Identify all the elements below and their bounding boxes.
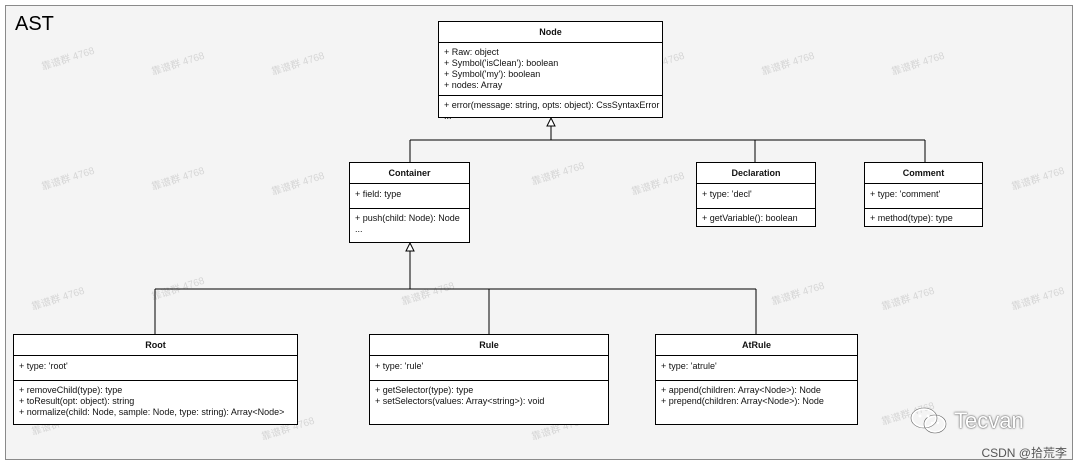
attributes: + type: 'atrule' xyxy=(656,356,857,381)
attribute: + Symbol('my'): boolean xyxy=(444,69,541,79)
methods: + getVariable(): boolean xyxy=(697,209,815,228)
method: + removeChild(type): type xyxy=(19,385,123,395)
method: ... xyxy=(355,224,363,234)
method: + method(type): type xyxy=(870,213,953,223)
attributes: + type: 'comment' xyxy=(865,184,982,209)
class-name: Container xyxy=(350,163,469,184)
brand-name: Tecvan xyxy=(954,408,1024,433)
attribute: + Raw: object xyxy=(444,47,499,57)
method: + getVariable(): boolean xyxy=(702,213,798,223)
class-rule: Rule + type: 'rule' + getSelector(type):… xyxy=(369,334,609,425)
method: + setSelectors(values: Array<string>): v… xyxy=(375,396,545,406)
attributes: + type: 'rule' xyxy=(370,356,608,381)
diagram-title: AST xyxy=(15,13,54,35)
class-name: AtRule xyxy=(656,335,857,356)
inheritance-arrow-node xyxy=(546,116,556,127)
class-name: Root xyxy=(14,335,297,356)
method: ... xyxy=(444,111,452,121)
attribute: + field: type xyxy=(355,189,402,199)
methods: + removeChild(type): type + toResult(opt… xyxy=(14,381,297,422)
methods: + push(child: Node): Node ... xyxy=(350,209,469,239)
class-name: Rule xyxy=(370,335,608,356)
attribute: + type: 'rule' xyxy=(375,361,424,371)
class-declaration: Declaration + type: 'decl' + getVariable… xyxy=(696,162,816,227)
method: + toResult(opt: object): string xyxy=(19,396,135,406)
methods: + append(children: Array<Node>): Node + … xyxy=(656,381,857,411)
method: + append(children: Array<Node>): Node xyxy=(661,385,821,395)
wechat-icon xyxy=(910,407,947,434)
class-atrule: AtRule + type: 'atrule' + append(childre… xyxy=(655,334,858,425)
class-name: Comment xyxy=(865,163,982,184)
attributes: + type: 'decl' xyxy=(697,184,815,209)
method: + prepend(children: Array<Node>): Node xyxy=(661,396,824,406)
class-root: Root + type: 'root' + removeChild(type):… xyxy=(13,334,298,425)
method: + push(child: Node): Node xyxy=(355,213,460,223)
attributes: + field: type xyxy=(350,184,469,209)
attribute: + type: 'root' xyxy=(19,361,68,371)
class-comment: Comment + type: 'comment' + method(type)… xyxy=(864,162,983,227)
inheritance-arrow-container xyxy=(405,241,415,252)
attribute: + type: 'comment' xyxy=(870,189,941,199)
attribute: + type: 'atrule' xyxy=(661,361,717,371)
attribute: + Symbol('isClean'): boolean xyxy=(444,58,559,68)
credit-text: CSDN @拾荒李 xyxy=(981,446,1067,460)
class-name: Node xyxy=(439,22,662,43)
class-container: Container + field: type + push(child: No… xyxy=(349,162,470,243)
attribute: + nodes: Array xyxy=(444,80,503,90)
brand-watermark: Tecvan xyxy=(910,407,1024,435)
methods: + error(message: string, opts: object): … xyxy=(439,96,662,126)
attributes: + type: 'root' xyxy=(14,356,297,381)
method: + normalize(child: Node, sample: Node, t… xyxy=(19,407,285,417)
method: + getSelector(type): type xyxy=(375,385,474,395)
method: + error(message: string, opts: object): … xyxy=(444,100,660,110)
methods: + method(type): type xyxy=(865,209,982,228)
class-name: Declaration xyxy=(697,163,815,184)
attributes: + Raw: object + Symbol('isClean'): boole… xyxy=(439,43,662,96)
methods: + getSelector(type): type + setSelectors… xyxy=(370,381,608,411)
attribute: + type: 'decl' xyxy=(702,189,752,199)
class-node: Node + Raw: object + Symbol('isClean'): … xyxy=(438,21,663,121)
